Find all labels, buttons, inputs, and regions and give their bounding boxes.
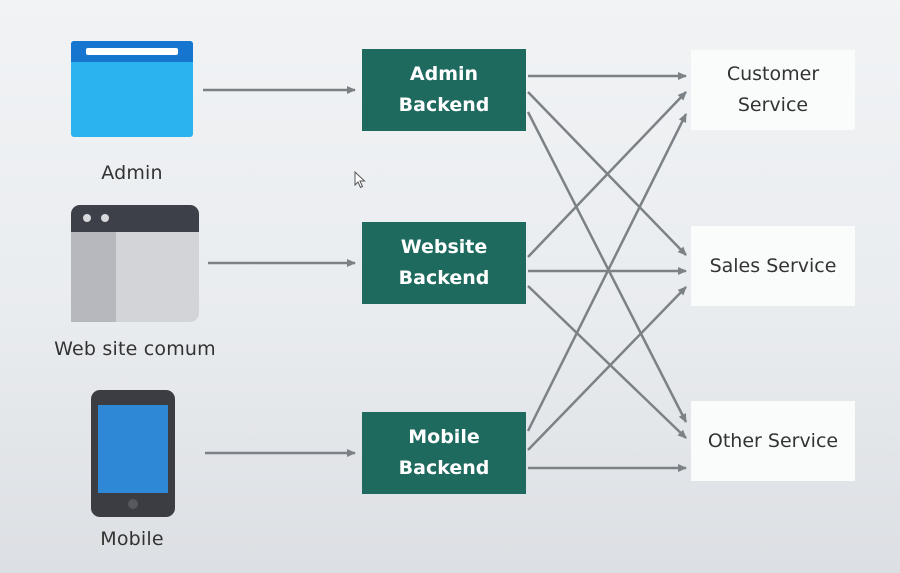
desktop-app-window-icon (71, 205, 199, 322)
admin-backend-node: Admin Backend (362, 49, 526, 131)
mobile-backend-label-line2: Backend (398, 457, 490, 479)
arrow-website-backend-to-customer (527, 91, 687, 258)
website-backend-label-line1: Website (400, 236, 488, 258)
admin-backend-label-line1: Admin (409, 63, 479, 85)
admin-backend-label-line2: Backend (398, 94, 490, 116)
arrow-mobile-backend-to-customer (526, 113, 688, 432)
smartphone-icon (91, 390, 175, 517)
customer-service-label-line2: Service (737, 94, 809, 116)
other-service-label: Other Service (707, 429, 839, 452)
mobile-backend-label-line1: Mobile (408, 426, 480, 448)
mouse-cursor-icon (354, 171, 366, 189)
other-service-node: Other Service (691, 401, 855, 481)
sales-service-label: Sales Service (709, 254, 837, 277)
browser-window-icon (71, 41, 193, 137)
client-label-admin: Admin (101, 162, 163, 184)
customer-service-label-line1: Customer (726, 63, 820, 85)
website-backend-label-line2: Backend (398, 267, 490, 289)
arrow-mobile-backend-to-sales (527, 286, 687, 451)
sales-service-node: Sales Service (691, 226, 855, 306)
arrow-admin-backend-to-other (526, 111, 688, 423)
client-label-website: Web site comum (54, 338, 216, 360)
mobile-backend-node: Mobile Backend (362, 412, 526, 494)
arrow-website-backend-to-other (527, 285, 687, 439)
customer-service-node: Customer Service (691, 50, 855, 130)
website-backend-node: Website Backend (362, 222, 526, 304)
client-label-mobile: Mobile (100, 528, 164, 550)
